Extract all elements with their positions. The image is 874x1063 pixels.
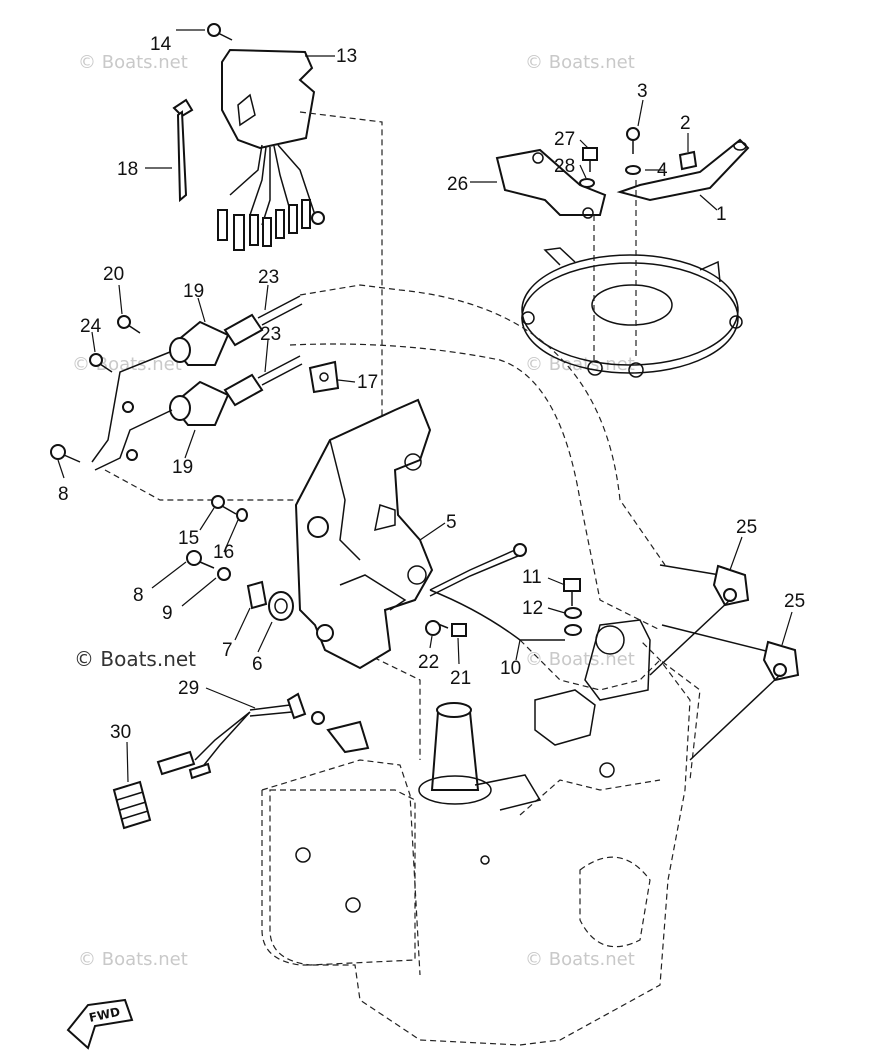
callout-11: 11 bbox=[522, 567, 542, 588]
link-1 bbox=[616, 138, 750, 202]
callout-7: 7 bbox=[222, 640, 233, 661]
coil-bracket bbox=[294, 398, 434, 670]
callout-18: 18 bbox=[117, 159, 138, 180]
callout-3: 3 bbox=[637, 81, 648, 102]
callout-2: 2 bbox=[680, 113, 691, 134]
watermark-group: © Boats.net © Boats.net © Boats.net © Bo… bbox=[72, 52, 635, 970]
control-lever bbox=[495, 148, 607, 219]
retainer-17 bbox=[308, 360, 340, 394]
nut-22 bbox=[425, 620, 441, 636]
callout-5: 5 bbox=[446, 512, 457, 533]
bolt-3 bbox=[626, 127, 640, 154]
callout-29: 29 bbox=[178, 678, 199, 699]
callout-1: 1 bbox=[716, 204, 727, 225]
watermark-dark: © Boats.net bbox=[74, 647, 196, 671]
watermark: © Boats.net bbox=[525, 354, 635, 375]
callout-19-upper: 19 bbox=[183, 281, 204, 302]
callout-17: 17 bbox=[357, 372, 378, 393]
callout-20: 20 bbox=[103, 264, 124, 285]
callout-8-upper: 8 bbox=[58, 484, 69, 505]
leader-lines bbox=[57, 29, 793, 783]
plug-cap-upper bbox=[659, 564, 750, 607]
engine-bolt-hole bbox=[295, 847, 311, 863]
fwd-label: FWD bbox=[88, 1005, 122, 1025]
callout-10: 10 bbox=[500, 658, 521, 679]
watermark: © Boats.net bbox=[525, 949, 635, 970]
callout-9: 9 bbox=[162, 603, 173, 624]
bolt-8-upper bbox=[50, 444, 81, 463]
washer-12 bbox=[564, 607, 582, 619]
callout-14: 14 bbox=[150, 34, 172, 55]
callout-8-lower: 8 bbox=[133, 585, 144, 606]
washer-28 bbox=[579, 178, 595, 188]
plug-cap-lower bbox=[661, 624, 800, 682]
callout-28: 28 bbox=[554, 156, 575, 177]
callout-23-lower: 23 bbox=[260, 324, 281, 345]
crankshaft bbox=[430, 711, 480, 791]
bolt-15 bbox=[211, 495, 237, 515]
callout-19-lower: 19 bbox=[172, 457, 193, 478]
bolt-20 bbox=[117, 315, 141, 334]
bolt-24 bbox=[89, 353, 113, 373]
engine-bolt-hole bbox=[345, 897, 361, 913]
watermark: © Boats.net bbox=[78, 949, 188, 970]
bolt-14 bbox=[207, 23, 233, 41]
bolt-27 bbox=[582, 147, 598, 172]
ground-lead bbox=[429, 549, 519, 597]
sensor-clip bbox=[311, 711, 370, 754]
washer-9 bbox=[217, 567, 231, 581]
callout-4: 4 bbox=[657, 160, 668, 181]
cdi-unit bbox=[217, 48, 325, 251]
tie-strap bbox=[172, 98, 194, 203]
callout-12: 12 bbox=[522, 598, 543, 619]
ignition-coil-lower bbox=[169, 355, 303, 426]
fwd-arrow-icon: FWD bbox=[66, 998, 134, 1050]
grommet-6 bbox=[268, 591, 294, 621]
watermark: © Boats.net bbox=[72, 354, 182, 375]
callout-30: 30 bbox=[110, 722, 131, 743]
callout-23-upper: 23 bbox=[258, 267, 279, 288]
watermark: © Boats.net bbox=[78, 52, 188, 73]
stator-plate bbox=[521, 247, 743, 378]
bolt-21 bbox=[437, 623, 467, 637]
engine-bolt-hole bbox=[599, 762, 615, 778]
callout-22: 22 bbox=[418, 652, 439, 673]
collar-7 bbox=[246, 580, 268, 610]
callout-26: 26 bbox=[447, 174, 468, 195]
bolt-11 bbox=[563, 578, 581, 606]
callout-labels: 1 2 3 4 5 6 7 8 8 9 10 11 12 13 14 15 16… bbox=[58, 34, 805, 743]
ignition-coil-upper bbox=[169, 295, 303, 366]
bolt-8-lower bbox=[186, 550, 215, 569]
sensor-29 bbox=[156, 692, 307, 780]
callout-6: 6 bbox=[252, 654, 263, 675]
callout-21: 21 bbox=[450, 668, 471, 689]
callout-13: 13 bbox=[336, 46, 357, 67]
callout-16: 16 bbox=[213, 542, 234, 563]
callout-25-upper: 25 bbox=[736, 517, 757, 538]
washer-16 bbox=[236, 508, 248, 522]
washer-4 bbox=[625, 165, 641, 175]
callout-24: 24 bbox=[80, 316, 102, 337]
sleeve-30 bbox=[112, 780, 152, 830]
watermark: © Boats.net bbox=[525, 52, 635, 73]
callout-15: 15 bbox=[178, 528, 199, 549]
block-2 bbox=[678, 150, 698, 171]
callout-25-lower: 25 bbox=[784, 591, 805, 612]
callout-27: 27 bbox=[554, 129, 575, 150]
engine-block bbox=[261, 619, 701, 1046]
